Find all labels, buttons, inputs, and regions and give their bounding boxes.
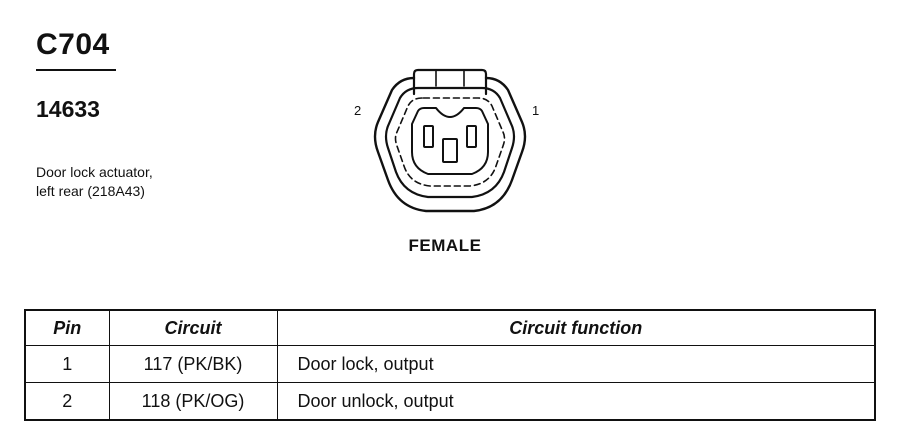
locking-tab — [412, 68, 488, 96]
connector-id: C704 — [36, 28, 110, 61]
table-row: 2 118 (PK/OG) Door unlock, output — [24, 382, 876, 421]
pin-socket-2 — [423, 125, 434, 148]
connector-gender-label: FEMALE — [408, 236, 482, 255]
cell-circuit: 117 (PK/BK) — [108, 345, 278, 383]
cell-circuit-function: Door unlock, output — [276, 382, 876, 421]
connector-id-underline — [36, 69, 116, 71]
header-pin: Pin — [24, 309, 110, 346]
pin-socket-1 — [466, 125, 477, 148]
cell-circuit-function: Door lock, output — [276, 345, 876, 383]
pin-callout-right: 1 — [532, 103, 540, 118]
cell-pin: 1 — [24, 345, 110, 383]
header-circuit: Circuit — [108, 309, 278, 346]
connector-housing-outer — [373, 76, 527, 213]
header-circuit-function: Circuit function — [276, 309, 876, 346]
connector-description: Door lock actuator, left rear (218A43) — [36, 163, 153, 201]
pin-callout-left: 2 — [354, 103, 362, 118]
center-key-slot — [442, 138, 458, 163]
table-row: 1 117 (PK/BK) Door lock, output — [24, 345, 876, 383]
connector-housing-inner — [384, 86, 516, 199]
connector-face-diagram — [373, 68, 527, 213]
terminal-cavity-outline — [411, 107, 489, 175]
description-line: left rear (218A43) — [36, 183, 145, 199]
cell-pin: 2 — [24, 382, 110, 421]
table-header-row: Pin Circuit Circuit function — [24, 309, 876, 346]
pin-table: Pin Circuit Circuit function 1 117 (PK/B… — [24, 309, 876, 421]
connector-seal-dashed — [394, 97, 506, 187]
cell-circuit: 118 (PK/OG) — [108, 382, 278, 421]
part-number: 14633 — [36, 96, 100, 122]
description-line: Door lock actuator, — [36, 164, 153, 180]
